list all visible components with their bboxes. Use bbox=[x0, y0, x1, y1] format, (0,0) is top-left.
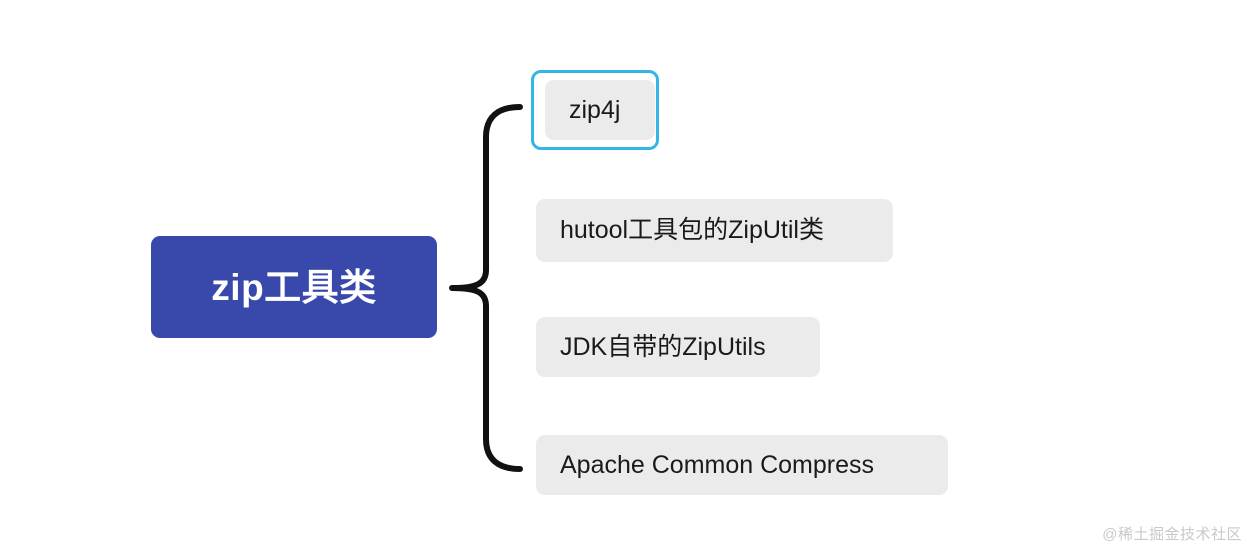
child-node-label: JDK自带的ZipUtils bbox=[560, 332, 766, 361]
root-node-label: zip工具类 bbox=[211, 266, 377, 308]
selection-ring-zip4j[interactable] bbox=[531, 70, 659, 150]
root-node-zip-tools[interactable]: zip工具类 bbox=[151, 236, 437, 338]
child-node-zip4j[interactable]: zip4j bbox=[545, 80, 655, 140]
child-node-label: hutool工具包的ZipUtil类 bbox=[560, 216, 824, 244]
child-node-jdk-ziputils[interactable]: JDK自带的ZipUtils bbox=[536, 317, 820, 377]
child-node-label: Apache Common Compress bbox=[560, 450, 875, 479]
child-node-label: zip4j bbox=[569, 95, 621, 124]
child-node-apache-common-compress[interactable]: Apache Common Compress bbox=[536, 435, 948, 495]
child-node-hutool-ziputil[interactable]: hutool工具包的ZipUtil类 bbox=[536, 199, 893, 262]
curly-brace-connector-icon bbox=[449, 104, 523, 472]
watermark: @稀土掘金技术社区 bbox=[1102, 526, 1242, 543]
